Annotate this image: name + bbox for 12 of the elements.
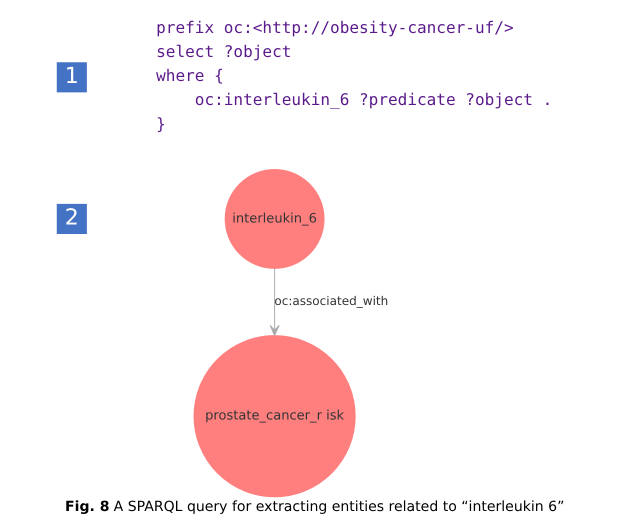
label: oc:interleukin_6 ?predicate ?object .: [194, 90, 552, 110]
node-box: 1: [56, 62, 86, 92]
arrow: [269, 268, 280, 336]
node-circle: prostate_cancer_r isk: [193, 335, 356, 498]
label: select ?object: [156, 42, 291, 62]
label: prefix oc:<http://obesity-cancer-uf/>: [156, 18, 514, 37]
label: }: [156, 114, 166, 134]
label: where {: [156, 66, 224, 86]
edge-label: oc:associated_with: [274, 294, 388, 308]
caption: Fig. 8 A SPARQL query for extracting entities related to “interleukin 6”: [64, 499, 564, 516]
node-circle: interleukin_6: [224, 169, 324, 269]
node-box: 2: [56, 204, 86, 234]
